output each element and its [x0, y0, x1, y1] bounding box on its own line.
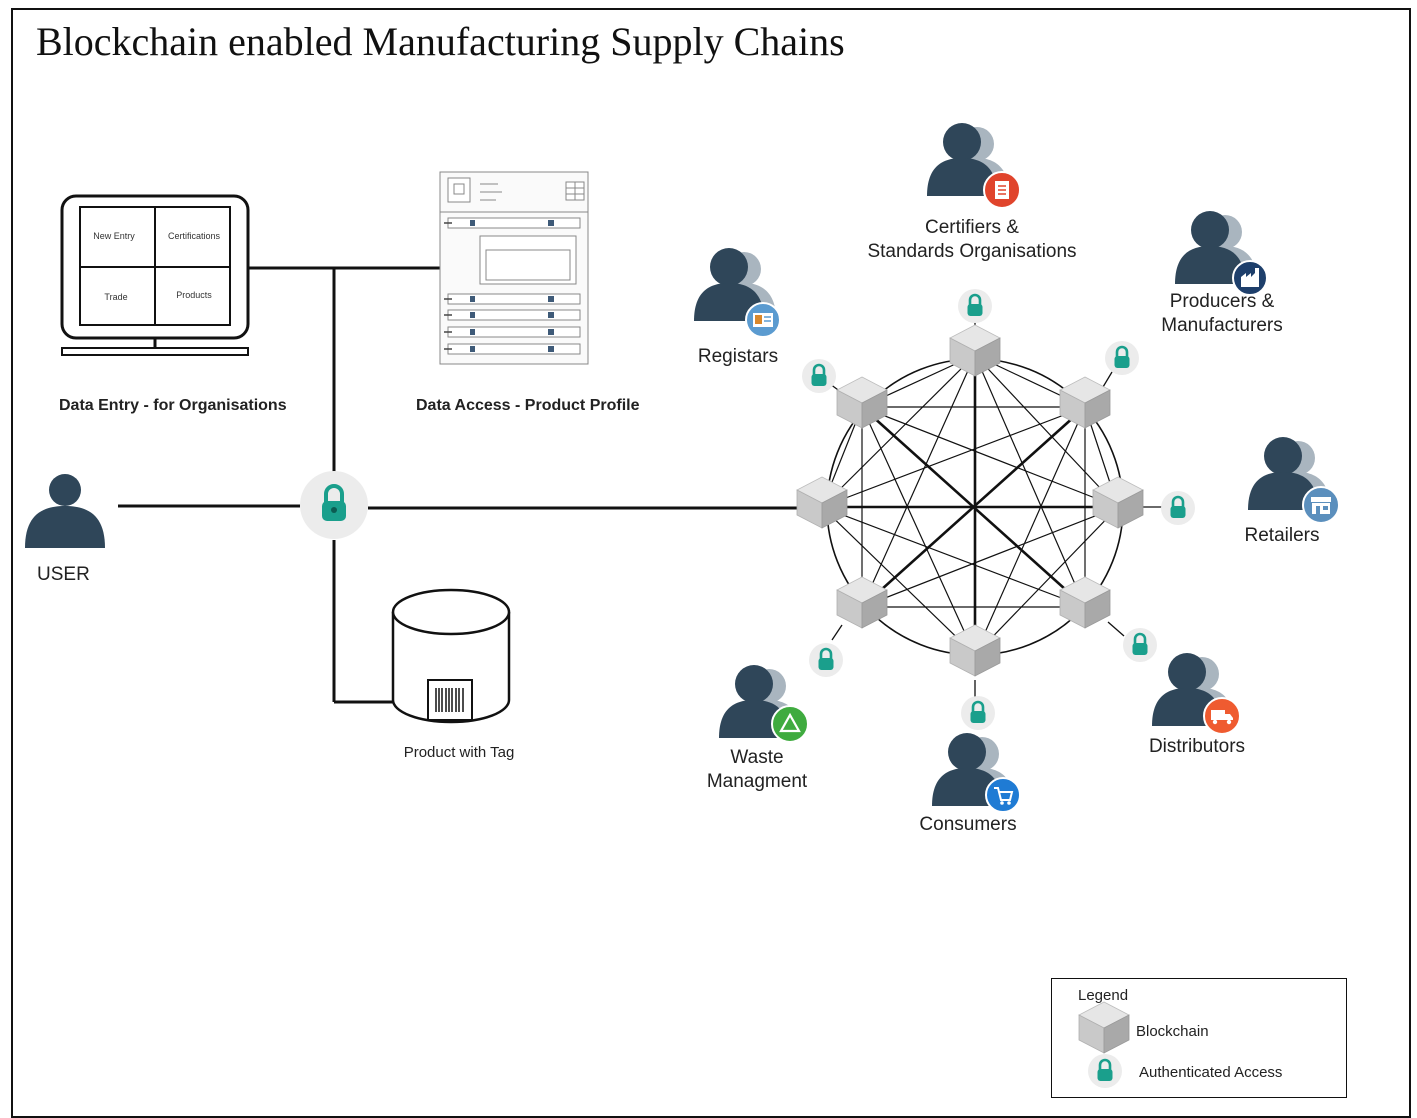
store-icon	[1302, 486, 1340, 524]
legend-access-label: Authenticated Access	[1139, 1064, 1283, 1081]
legend-box	[1051, 978, 1347, 1098]
page-title: Blockchain enabled Manufacturing Supply …	[36, 19, 845, 64]
blockchain-cube-icon	[1059, 376, 1111, 429]
product-label: Product with Tag	[403, 744, 515, 761]
blockchain-cube-icon	[836, 376, 888, 429]
lock-icon	[956, 287, 994, 325]
lock-icon	[1121, 626, 1159, 664]
certifiers-label: Certifiers &Standards Organisations	[867, 217, 1077, 262]
blockchain-cube-icon	[1092, 476, 1144, 529]
monitor-icon	[60, 194, 250, 356]
recycle-icon	[771, 705, 809, 743]
blockchain-cube-icon	[949, 324, 1001, 377]
retailers-label: Retailers	[1244, 525, 1320, 546]
lock-icon	[1103, 339, 1141, 377]
data-access-caption: Data Access - Product Profile	[416, 397, 640, 414]
legend-blockchain-label: Blockchain	[1136, 1023, 1209, 1040]
blockchain-cube-icon	[949, 624, 1001, 677]
database-icon	[391, 588, 511, 724]
registars-label: Registars	[697, 346, 779, 367]
factory-icon	[1232, 260, 1268, 296]
document-icon	[983, 171, 1021, 209]
legend-title: Legend	[1078, 987, 1129, 1004]
data-entry-caption: Data Entry - for Organisations	[59, 397, 287, 414]
barcode-icon	[427, 679, 473, 721]
producers-label: Producers &Manufacturers	[1161, 291, 1283, 336]
connector-lines	[118, 266, 800, 704]
monitor-cell-new-entry: New Entry	[93, 231, 135, 241]
blockchain-cube-icon	[796, 476, 848, 529]
consumers-label: Consumers	[919, 814, 1017, 835]
lock-icon	[807, 641, 845, 679]
monitor-cell-trade: Trade	[104, 292, 128, 302]
lock-icon	[800, 357, 838, 395]
blockchain-cube-icon	[1059, 576, 1111, 629]
monitor-cell-certifications: Certifications	[167, 231, 221, 241]
user-person-icon	[25, 474, 105, 548]
user-label: USER	[37, 564, 90, 585]
id-card-icon	[745, 302, 781, 338]
lock-icon	[1159, 489, 1197, 527]
central-lock-icon	[300, 471, 368, 539]
cart-icon	[985, 777, 1021, 813]
lock-icon	[959, 694, 997, 732]
truck-icon	[1203, 697, 1241, 735]
distributors-label: Distributors	[1148, 736, 1246, 757]
product-profile-wireframe	[439, 171, 589, 365]
monitor-cell-products: Products	[176, 290, 212, 300]
